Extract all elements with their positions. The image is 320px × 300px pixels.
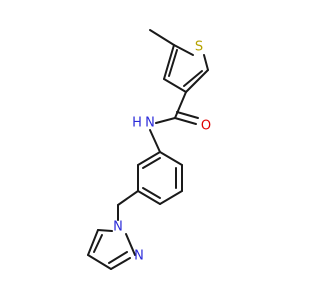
bond-c2-c3 [185, 69, 209, 93]
bond-ar-6 [137, 151, 161, 166]
bond-c2-c3-double [183, 70, 203, 87]
bond-c4-c5 [163, 44, 175, 80]
atom-oxygen: O [201, 119, 211, 134]
bond-ar-ch2 [117, 190, 139, 206]
bond-c3-c4 [163, 78, 187, 93]
bond-c4-c5 [87, 229, 99, 256]
bond-n2-c3 [110, 257, 131, 270]
bond-ar-4 [137, 190, 161, 205]
bond-ar-6-double [142, 157, 161, 169]
bond-n2-c3-double [108, 251, 128, 264]
bond-methyl [149, 29, 175, 46]
bond-layer [87, 29, 209, 270]
bond-n1-n2 [125, 233, 136, 256]
bond-ar-3 [159, 190, 183, 205]
bond-c4-c5-double [93, 234, 103, 253]
bond-c-o [174, 117, 197, 125]
atom-hydrogen-amide: H [132, 116, 142, 131]
bond-c3-c4 [87, 254, 112, 270]
bond-c4-c5-double [168, 49, 178, 77]
atom-sulfur: S [195, 40, 203, 55]
bond-s-c2 [203, 54, 209, 71]
molecule-canvas: S O N H N N [87, 29, 211, 270]
bond-c3-carbonyl [174, 91, 187, 119]
bond-c5-s [173, 44, 194, 56]
atom-nitrogen-pyrazole-1: N [113, 220, 123, 235]
bond-c5-n1 [97, 229, 113, 232]
atom-nitrogen-amide: N [145, 116, 155, 131]
bond-c-n [155, 117, 176, 124]
molecule-diagram: S O N H N N [87, 29, 211, 270]
bond-n-phenyl [149, 129, 161, 153]
bond-ar-4-double [142, 187, 161, 199]
atom-label-layer: S O N H N N [113, 40, 211, 264]
bond-ar-1 [159, 151, 183, 166]
atom-nitrogen-pyrazole-2: N [134, 249, 144, 264]
bond-c-o-double [176, 111, 199, 119]
